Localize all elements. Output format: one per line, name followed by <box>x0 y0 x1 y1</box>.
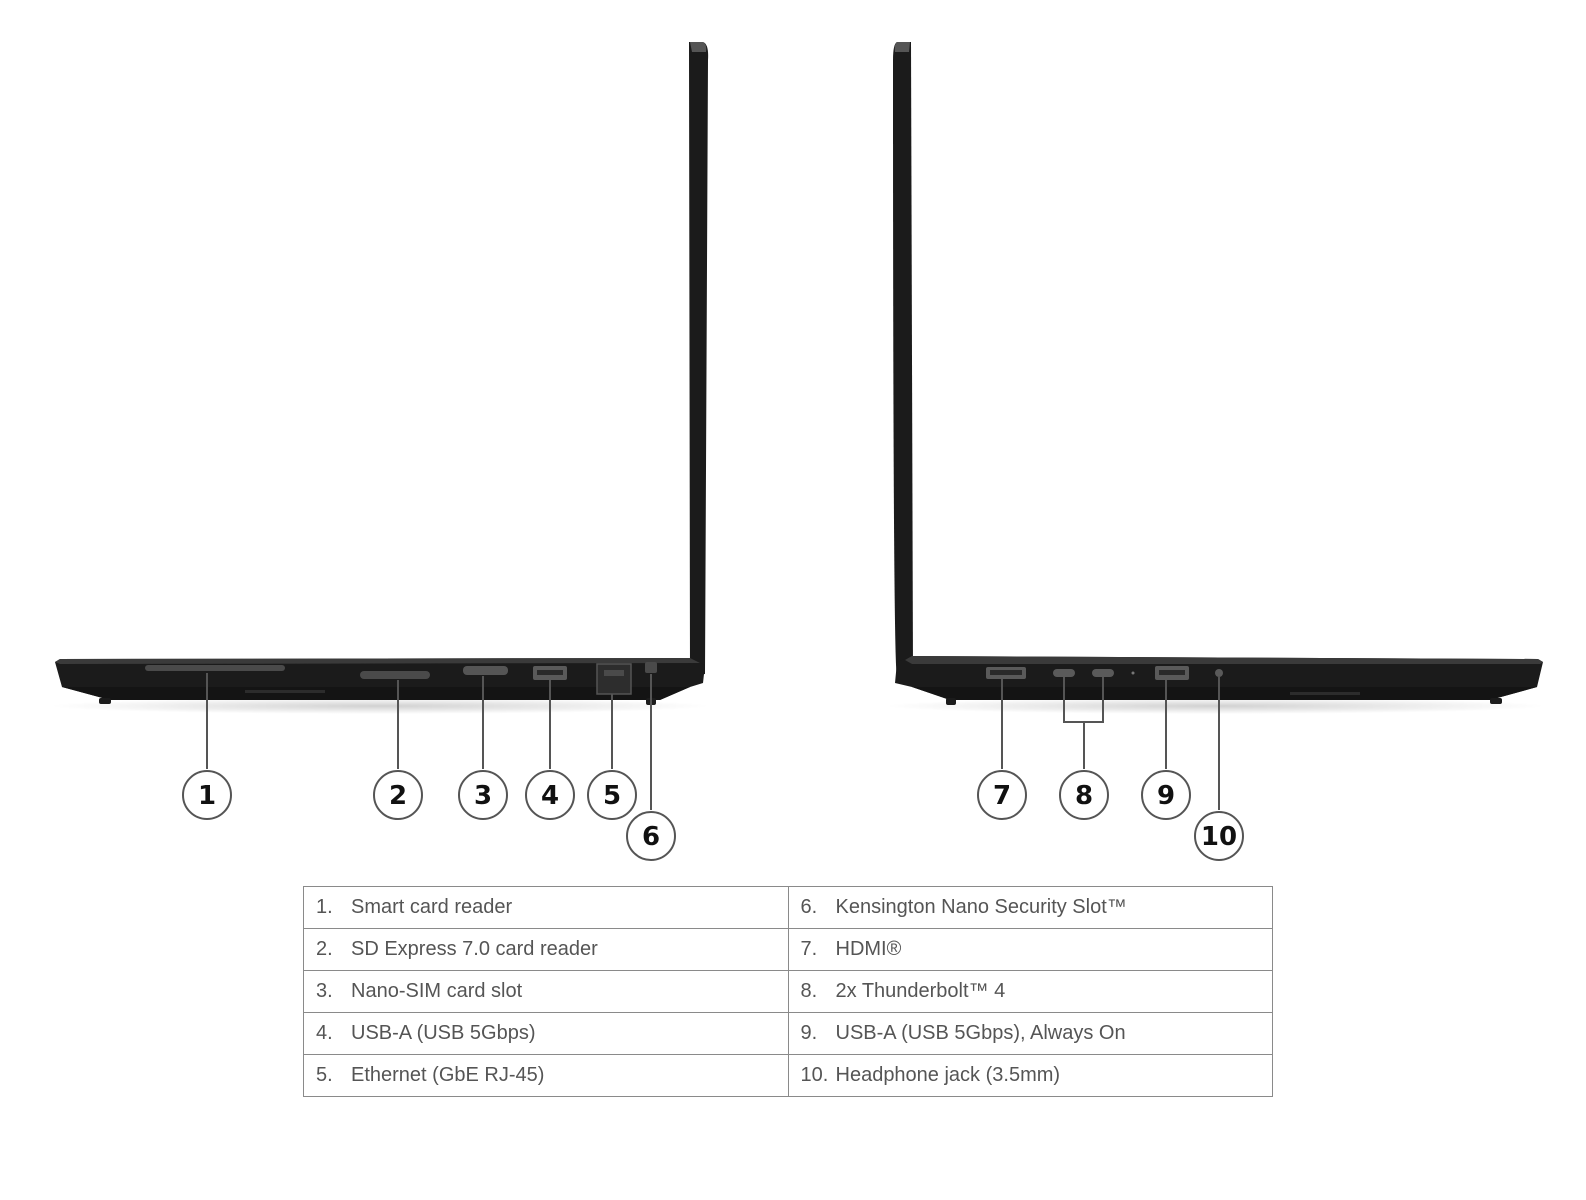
port-number: 3. <box>316 980 333 1002</box>
ports-diagram: 1 2 3 4 56 7 8 9 10 <box>50 42 1545 861</box>
callout-circle <box>1141 770 1191 820</box>
callout-9: 9 <box>1141 770 1191 820</box>
callout-6: 6 <box>626 811 676 861</box>
sd-card-slot <box>360 671 430 679</box>
callouts: 1 2 3 4 56 7 8 9 10 <box>182 770 1244 861</box>
port-number: 10. <box>800 1064 829 1086</box>
port-number: 6. <box>800 896 818 918</box>
thunderbolt-port-2 <box>1092 669 1114 677</box>
laptop-right-side-view <box>885 42 1545 714</box>
callout-circle <box>1194 811 1244 861</box>
port-cell-right: 10. Headphone jack (3.5mm) <box>787 1054 1273 1097</box>
callout-circle <box>458 770 508 820</box>
port-number: 2. <box>316 938 333 960</box>
table-row: 2. SD Express 7.0 card reader 7. HDMI® <box>303 928 1273 971</box>
port-number: 4. <box>316 1022 333 1044</box>
callout-circle <box>525 770 575 820</box>
callout-number: 7 <box>993 781 1011 811</box>
table-row: 1. Smart card reader 6. Kensington Nano Sec… <box>303 886 1273 929</box>
callout-number: 3 <box>474 781 492 811</box>
port-label: Ethernet (GbE RJ-45) <box>351 1064 545 1086</box>
callout-number: 1 <box>198 781 216 811</box>
laptop-left-side-view <box>50 42 710 714</box>
callout-10: 10 <box>1194 811 1244 861</box>
port-number: 8. <box>800 980 818 1002</box>
callout-5: 5 <box>587 770 637 820</box>
callout-4: 4 <box>525 770 575 820</box>
kensington-slot <box>645 662 657 673</box>
callout-8: 8 <box>1059 770 1109 820</box>
port-label: Nano-SIM card slot <box>351 980 523 1002</box>
nano-sim-slot <box>463 666 508 675</box>
table-row: 3. Nano-SIM card slot 8. 2x Thunderbolt™ 4 <box>303 970 1273 1013</box>
callout-number: 8 <box>1075 781 1093 811</box>
callout-number: 9 <box>1157 781 1175 811</box>
thunderbolt-port-1 <box>1053 669 1075 677</box>
port-cell-right: 9. USB-A (USB 5Gbps), Always On <box>787 1012 1273 1055</box>
port-number: 5. <box>316 1064 333 1086</box>
callout-circle <box>977 770 1027 820</box>
callout-circle <box>587 770 637 820</box>
callout-number: 2 <box>389 781 407 811</box>
callout-number: 10 <box>1201 822 1237 852</box>
port-label: USB-A (USB 5Gbps), Always On <box>835 1022 1126 1044</box>
ethernet-port <box>596 663 632 695</box>
callout-number: 4 <box>541 781 559 811</box>
port-label: HDMI® <box>835 938 902 960</box>
port-cell-left: 5. Ethernet (GbE RJ-45) <box>303 1054 789 1097</box>
port-number: 1. <box>316 896 333 918</box>
leader-lines <box>206 673 1220 810</box>
callout-circle <box>373 770 423 820</box>
callout-circle <box>182 770 232 820</box>
port-cell-left: 1. Smart card reader <box>303 886 789 929</box>
ports-table: 1. Smart card reader 6. Kensington Nano Sec… <box>303 886 1273 1097</box>
port-cell-left: 4. USB-A (USB 5Gbps) <box>303 1012 789 1055</box>
port-label: 2x Thunderbolt™ 4 <box>835 980 1006 1002</box>
port-cell-left: 2. SD Express 7.0 card reader <box>303 928 789 971</box>
table-row: 5. Ethernet (GbE RJ-45) 10. Headphone jack … <box>303 1054 1273 1097</box>
callout-number: 6 <box>642 822 660 852</box>
callout-3: 3 <box>458 770 508 820</box>
port-cell-right: 8. 2x Thunderbolt™ 4 <box>787 970 1273 1013</box>
callout-2: 2 <box>373 770 423 820</box>
headphone-jack <box>1215 669 1223 677</box>
port-number: 7. <box>800 938 818 960</box>
port-cell-right: 7. HDMI® <box>787 928 1273 971</box>
callout-circle <box>626 811 676 861</box>
callout-7: 7 <box>977 770 1027 820</box>
table-row: 4. USB-A (USB 5Gbps) 9. USB-A (USB 5Gbps), … <box>303 1012 1273 1055</box>
port-label: Smart card reader <box>351 896 513 918</box>
port-label: USB-A (USB 5Gbps) <box>351 1022 536 1044</box>
port-label: SD Express 7.0 card reader <box>351 938 598 960</box>
callout-number: 5 <box>603 781 621 811</box>
port-number: 9. <box>800 1022 818 1044</box>
port-cell-right: 6. Kensington Nano Security Slot™ <box>787 886 1273 929</box>
smart-card-slot <box>145 665 285 671</box>
callout-circle <box>1059 770 1109 820</box>
port-label: Kensington Nano Security Slot™ <box>835 896 1127 918</box>
port-label: Headphone jack (3.5mm) <box>835 1064 1061 1086</box>
port-cell-left: 3. Nano-SIM card slot <box>303 970 789 1013</box>
callout-1: 1 <box>182 770 232 820</box>
